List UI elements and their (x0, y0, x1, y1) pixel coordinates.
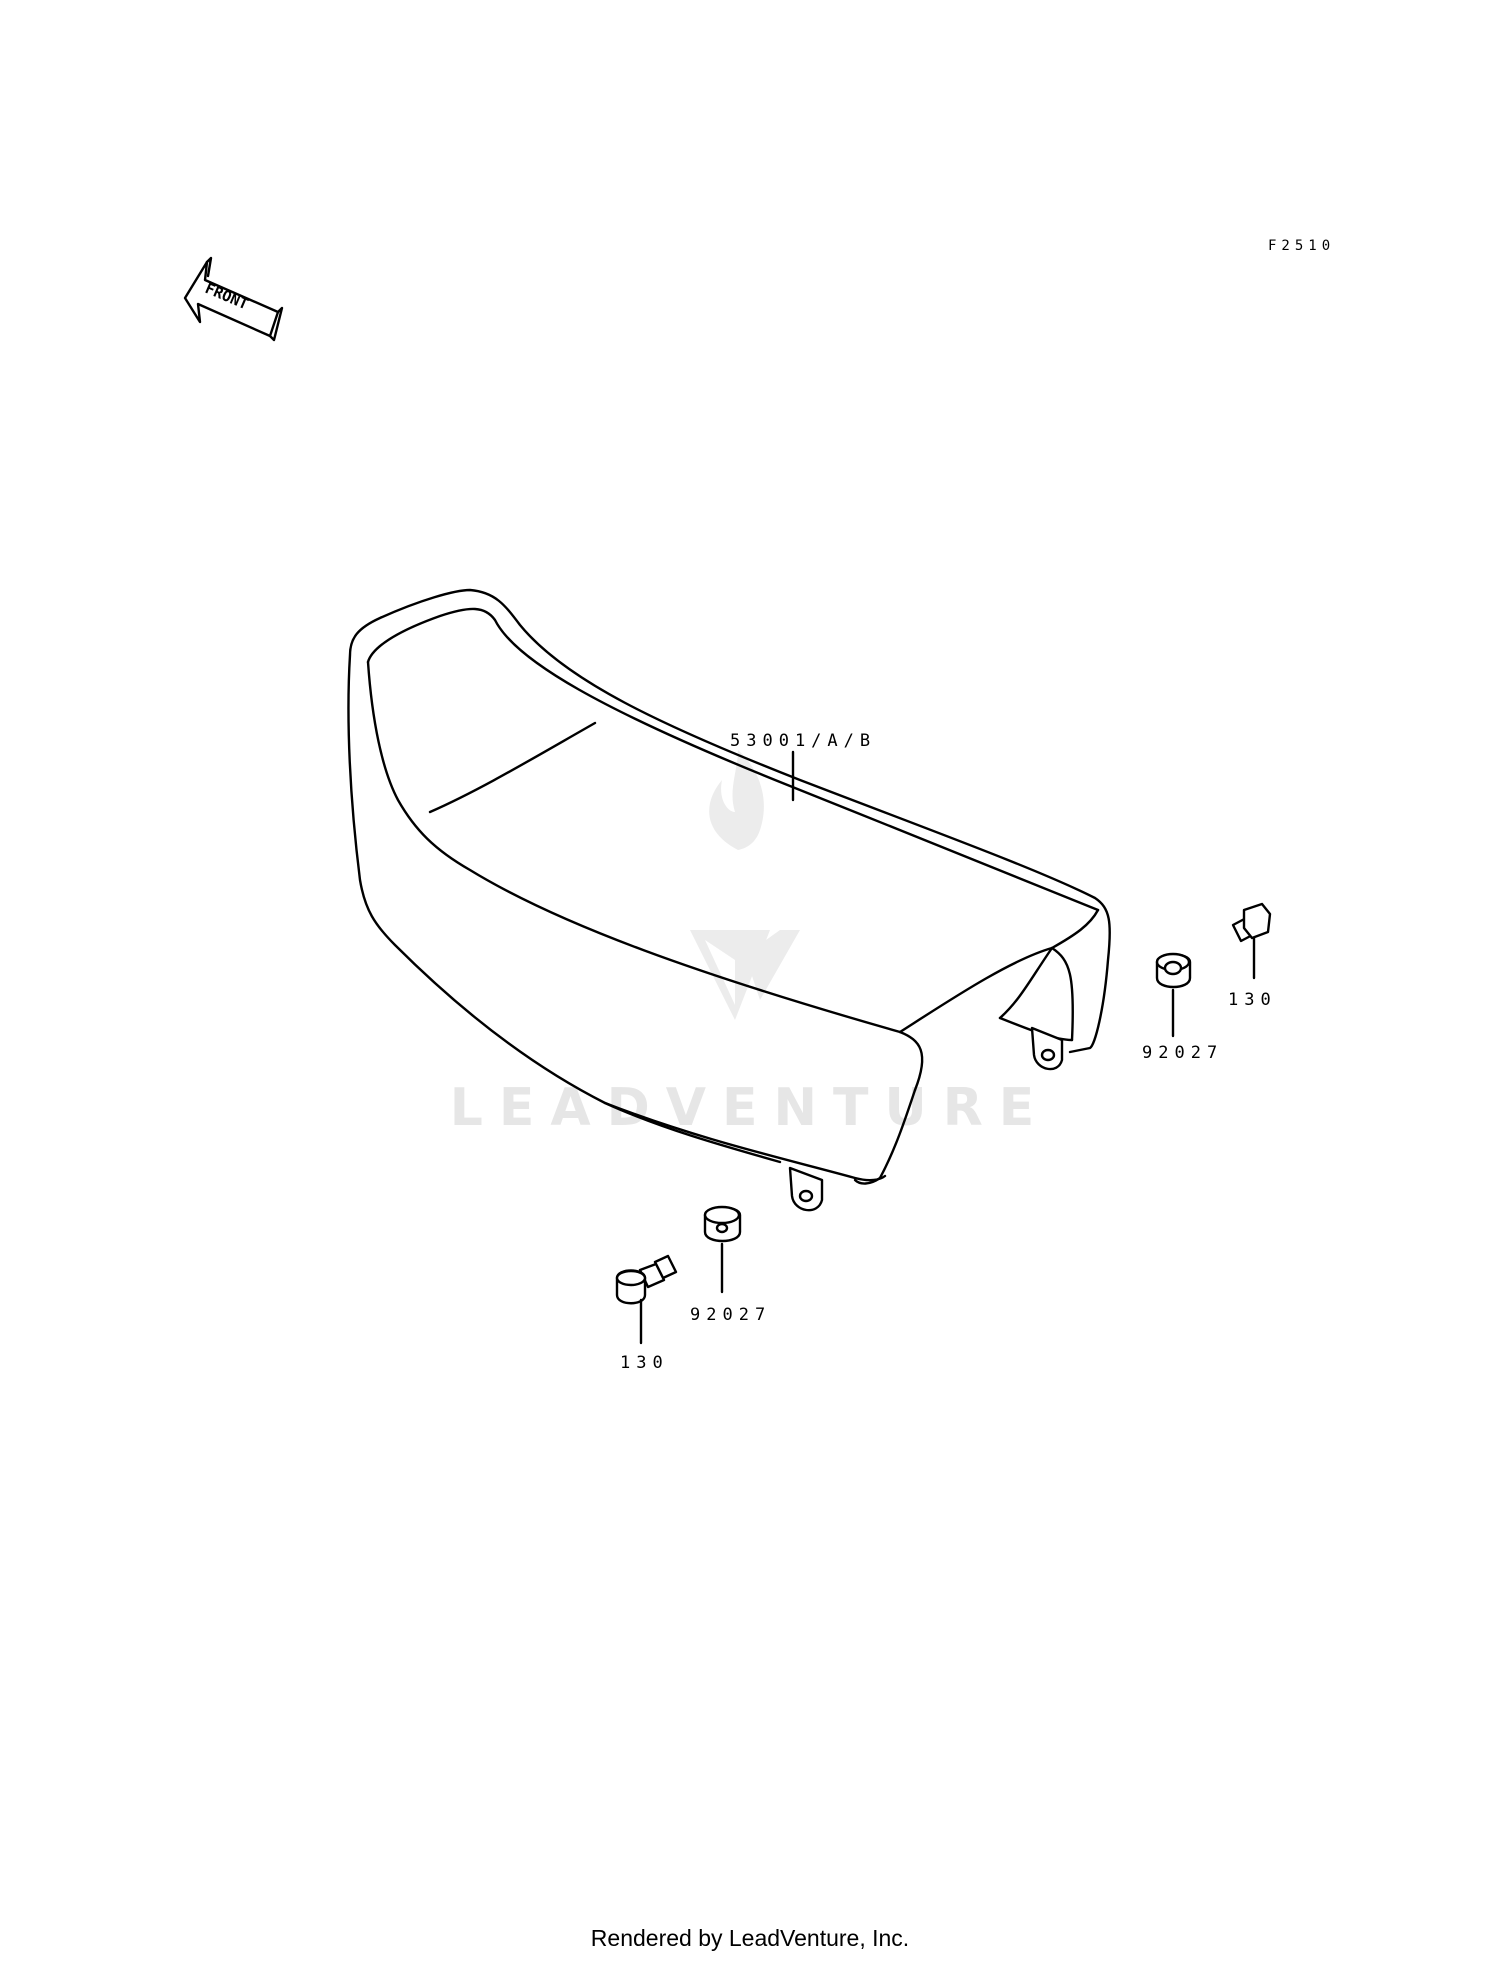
watermark-logo (690, 750, 800, 1020)
callout-53001: 53001/A/B (730, 731, 876, 751)
seat-53001: 53001/A/B (347, 588, 1111, 1212)
collar-92027-right: 92027 (1142, 952, 1223, 1063)
footer-credit: Rendered by LeadVenture, Inc. (590, 1925, 910, 1951)
callout-92027-right: 92027 (1142, 1043, 1223, 1063)
figure-code: F2510 (1268, 238, 1335, 254)
callout-130-right: 130 (1228, 990, 1277, 1010)
watermark: LEADVENTURE (450, 750, 1051, 1138)
bolt-130-right: 130 (1228, 902, 1277, 1010)
collar-92027-left: 92027 (690, 1205, 771, 1325)
front-arrow-icon: FRONT (183, 256, 284, 342)
callout-130-left: 130 (620, 1353, 669, 1373)
bolt-130-left: 130 (615, 1254, 678, 1373)
watermark-text: LEADVENTURE (450, 1078, 1051, 1138)
callout-92027-left: 92027 (690, 1305, 771, 1325)
